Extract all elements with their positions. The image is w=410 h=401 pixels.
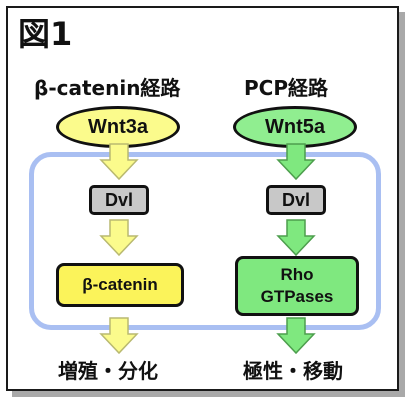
left-arrow-2: [99, 219, 139, 257]
right-arrow-1: [276, 143, 316, 181]
wnt3a-label: Wnt3a: [88, 115, 148, 138]
right-arrow-3: [276, 317, 316, 355]
left-dvl-label: Dvl: [104, 189, 133, 210]
rho-gtpases-label-line2: GTPases: [260, 287, 334, 306]
right-dvl-label: Dvl: [281, 189, 310, 210]
right-pathway-title: PCP経路: [244, 76, 328, 100]
beta-catenin-box: β-catenin: [56, 263, 184, 307]
left-arrow-1: [99, 143, 139, 181]
right-dvl-box: Dvl: [266, 185, 326, 215]
wnt3a-ligand-oval: Wnt3a: [56, 106, 180, 148]
left-arrow-3: [99, 317, 139, 355]
wnt5a-ligand-oval: Wnt5a: [233, 106, 357, 148]
right-arrow-2: [276, 219, 316, 257]
rho-gtpases-label-line1: Rho: [280, 265, 314, 284]
figure-label: 図1: [18, 15, 73, 53]
left-outcome: 増殖・分化: [58, 359, 158, 383]
left-dvl-box: Dvl: [89, 185, 149, 215]
left-pathway-title: β-catenin経路: [34, 76, 181, 100]
rho-gtpases-box: Rho GTPases: [235, 256, 359, 316]
wnt5a-label: Wnt5a: [265, 115, 325, 138]
beta-catenin-label: β-catenin: [82, 275, 158, 294]
right-outcome: 極性・移動: [243, 359, 343, 383]
